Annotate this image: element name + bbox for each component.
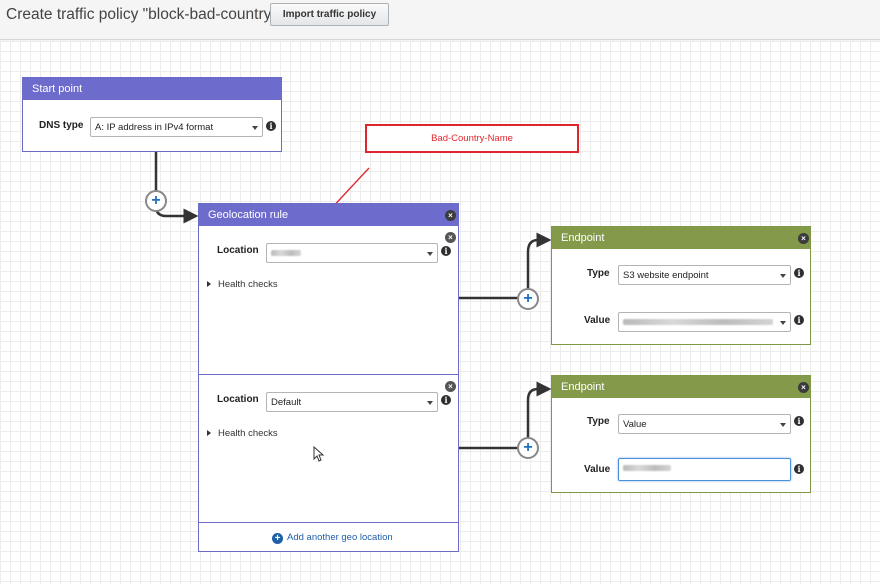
chevron-down-icon — [427, 401, 433, 405]
close-icon[interactable]: × — [798, 233, 809, 244]
top-bar: Create traffic policy "block-bad-country… — [0, 0, 880, 40]
endpoint-value-select[interactable] — [618, 312, 791, 332]
chevron-down-icon — [780, 423, 786, 427]
info-icon[interactable]: i — [794, 416, 804, 426]
endpoint-type-label: Type — [587, 268, 610, 279]
info-icon[interactable]: i — [794, 464, 804, 474]
endpoint-type-value: Value — [623, 419, 647, 430]
info-icon[interactable]: i — [441, 246, 451, 256]
health-checks-toggle[interactable]: Health checks — [207, 279, 278, 290]
close-icon[interactable]: × — [798, 382, 809, 393]
page-title: Create traffic policy "block-bad-country… — [6, 6, 298, 23]
endpoint-panel: Endpoint × Type S3 website endpoint i Va… — [551, 226, 811, 345]
chevron-down-icon — [252, 126, 258, 130]
endpoint-header: Endpoint — [552, 376, 810, 398]
close-icon[interactable]: × — [445, 381, 456, 392]
redacted-text — [623, 319, 773, 325]
endpoint-panel: Endpoint × Type Value i Value i — [551, 375, 811, 493]
dns-type-label: DNS type — [39, 120, 84, 131]
redacted-text — [623, 465, 671, 471]
info-icon[interactable]: i — [794, 268, 804, 278]
plus-icon[interactable]: + — [517, 288, 539, 310]
dns-type-value: A: IP address in IPv4 format — [95, 122, 214, 133]
plus-icon[interactable]: + — [517, 437, 539, 459]
mouse-cursor-icon — [313, 446, 325, 462]
start-point-panel: Start point DNS type A: IP address in IP… — [22, 77, 282, 152]
dns-type-select[interactable]: A: IP address in IPv4 format — [90, 117, 263, 137]
endpoint-type-label: Type — [587, 416, 610, 427]
rule-divider — [199, 374, 458, 375]
add-geo-location-link[interactable]: + Add another geo location — [272, 532, 393, 544]
endpoint-type-value: S3 website endpoint — [623, 270, 709, 281]
endpoint-type-select[interactable]: Value — [618, 414, 791, 434]
location-value: Default — [271, 397, 302, 408]
add-geo-location-label: Add another geo location — [287, 532, 393, 543]
chevron-down-icon — [427, 252, 433, 256]
health-checks-label: Health checks — [218, 428, 278, 439]
geolocation-rule-header: Geolocation rule — [199, 204, 458, 226]
annotation-label: Bad-Country-Name — [365, 124, 579, 153]
import-traffic-policy-button[interactable]: Import traffic policy — [270, 3, 389, 26]
info-icon[interactable]: i — [441, 395, 451, 405]
location-label: Location — [217, 245, 259, 256]
endpoint-value-input[interactable] — [618, 458, 791, 481]
chevron-down-icon — [780, 321, 786, 325]
add-circle-icon: + — [272, 533, 283, 544]
geolocation-rule-panel: Geolocation rule × × Location i Health c… — [198, 203, 459, 552]
endpoint-value-label: Value — [584, 315, 611, 326]
close-icon[interactable]: × — [445, 210, 456, 221]
endpoint-value-label: Value — [584, 464, 611, 475]
rule-divider — [199, 522, 458, 523]
endpoint-header: Endpoint — [552, 227, 810, 249]
endpoint-type-select[interactable]: S3 website endpoint — [618, 265, 791, 285]
plus-icon[interactable]: + — [145, 190, 167, 212]
close-icon[interactable]: × — [445, 232, 456, 243]
start-point-header: Start point — [23, 78, 281, 100]
caret-right-icon — [207, 281, 211, 287]
redacted-text — [271, 250, 301, 256]
location-select[interactable]: Default — [266, 392, 438, 412]
info-icon[interactable]: i — [266, 121, 276, 131]
health-checks-label: Health checks — [218, 279, 278, 290]
caret-right-icon — [207, 430, 211, 436]
location-label: Location — [217, 394, 259, 405]
chevron-down-icon — [780, 274, 786, 278]
health-checks-toggle[interactable]: Health checks — [207, 428, 278, 439]
location-select[interactable] — [266, 243, 438, 263]
info-icon[interactable]: i — [794, 315, 804, 325]
